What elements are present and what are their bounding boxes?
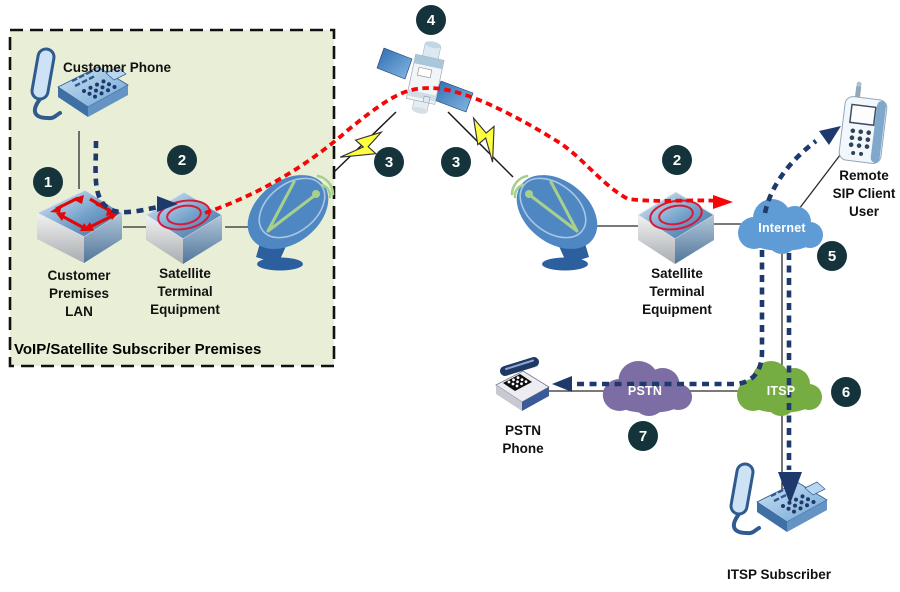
pstn-cloud-label: PSTN — [627, 384, 663, 398]
satellite-icon — [376, 41, 474, 114]
badge-4: 4 — [416, 5, 446, 35]
pstn-phone-label: PSTN Phone — [502, 423, 544, 456]
badge-3-right: 3 — [441, 147, 471, 177]
ste-left-label: Satellite Terminal Equipment — [150, 266, 220, 317]
itsp-subscriber-label: ITSP Subscriber — [726, 567, 832, 582]
lightning-icon-left — [339, 131, 384, 158]
badge-1: 1 — [33, 167, 63, 197]
ste-icon-right — [637, 191, 715, 265]
badge-2-left: 2 — [167, 145, 197, 175]
internet-cloud-label: Internet — [758, 221, 806, 235]
voip-arrowheads — [157, 126, 841, 504]
satellite-signal-path — [204, 86, 733, 215]
badge-5: 5 — [817, 241, 847, 271]
ste-right-label: Satellite Terminal Equipment — [642, 266, 712, 317]
premises-title: VoIP/Satellite Subscriber Premises — [14, 341, 262, 358]
voip-paths — [93, 139, 818, 470]
lightning-icon-right — [472, 116, 495, 163]
badge-6: 6 — [831, 377, 861, 407]
remote-sip-client-label: Remote SIP Client User — [832, 168, 896, 219]
mobile-phone-icon — [838, 81, 888, 164]
customer-phone-label: Customer Phone — [63, 60, 172, 75]
itsp-phone-icon — [734, 472, 827, 533]
red-arrowhead — [713, 195, 733, 209]
badge-3-left: 3 — [374, 147, 404, 177]
itsp-cloud-label: ITSP — [766, 384, 796, 398]
pstn-phone-icon — [495, 357, 550, 411]
satellite-dish-icon-right — [500, 158, 614, 272]
badge-7: 7 — [628, 421, 658, 451]
badge-2-right: 2 — [662, 145, 692, 175]
customer-premises-lan-label: Customer Premises LAN — [47, 268, 111, 319]
